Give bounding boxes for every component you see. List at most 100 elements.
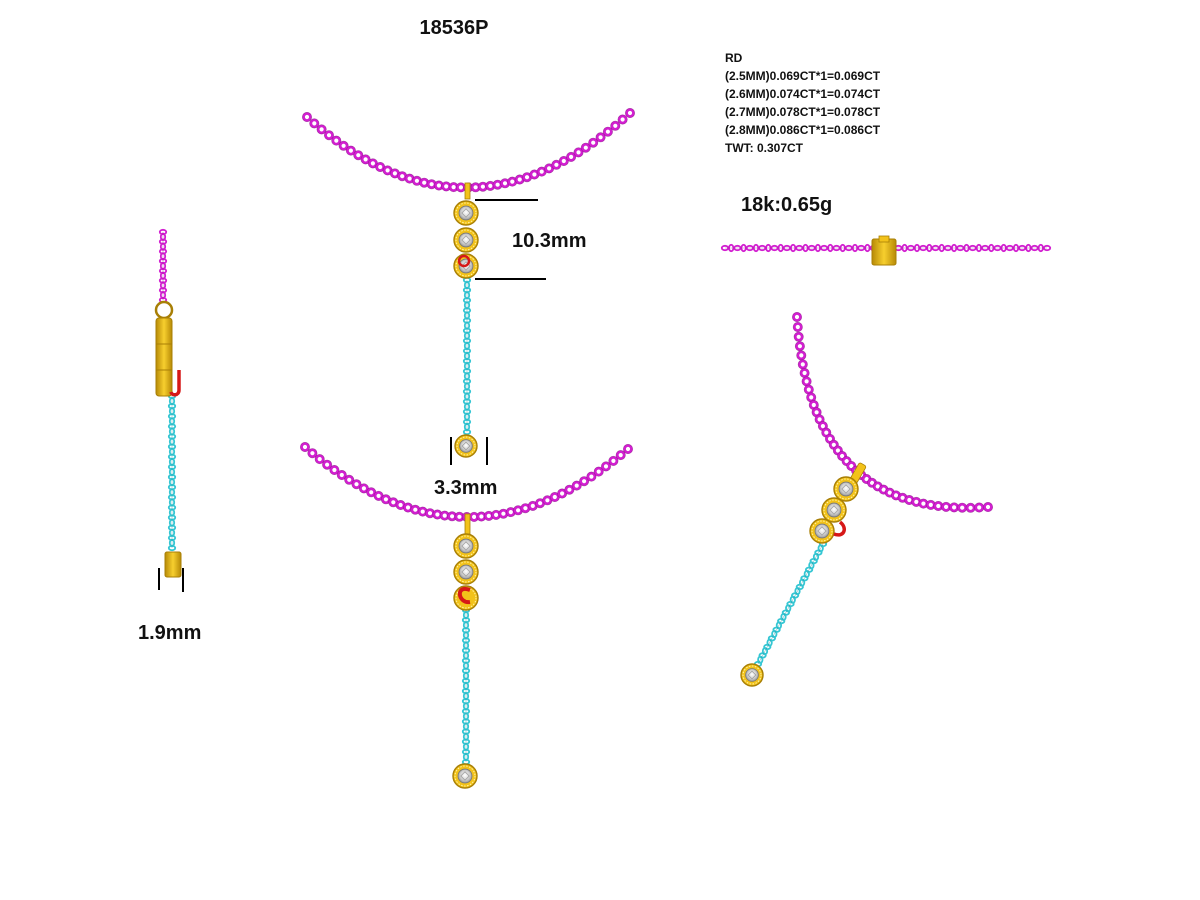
chain-link bbox=[941, 502, 951, 512]
chain-link bbox=[440, 510, 450, 521]
side-view-neck-chain bbox=[158, 228, 168, 304]
chain-link bbox=[498, 509, 509, 519]
perspective-view-bezel-2 bbox=[821, 497, 847, 523]
chain-link bbox=[338, 141, 349, 151]
back-view-drop-chain bbox=[461, 606, 471, 766]
front-view-bezel-2 bbox=[453, 227, 479, 253]
chain-link bbox=[949, 502, 959, 513]
chain-link bbox=[324, 130, 334, 140]
bezel-width-dimension-lines bbox=[450, 437, 488, 465]
diamond-facets bbox=[817, 526, 827, 536]
chain-link bbox=[965, 503, 976, 513]
milgrain-edge bbox=[455, 561, 477, 583]
stone-spec-line-4: (2.8MM)0.086CT*1=0.086CT bbox=[725, 123, 881, 137]
chain-link-shadow bbox=[615, 450, 626, 461]
stone-spec-line-3: (2.7MM)0.078CT*1=0.078CT bbox=[725, 105, 881, 119]
side-view-drop-chain bbox=[167, 392, 177, 552]
milgrain-edge bbox=[455, 587, 477, 609]
chain-link bbox=[795, 341, 805, 351]
side-thickness-dimension-lines bbox=[158, 568, 184, 592]
milgrain-edge bbox=[455, 229, 477, 251]
chain-link bbox=[544, 163, 554, 174]
chain-link bbox=[595, 132, 606, 143]
pendant-length-dimension-lines bbox=[475, 199, 546, 280]
chain-link-shadow bbox=[566, 151, 577, 162]
bezel-width-label: 3.3mm bbox=[434, 477, 497, 499]
chain-link bbox=[346, 145, 356, 156]
chain-link bbox=[426, 179, 437, 189]
chain-link-shadow bbox=[617, 114, 628, 125]
diamond-facets bbox=[461, 441, 471, 451]
chain-link bbox=[798, 359, 808, 370]
side-view-pendant-body bbox=[155, 317, 173, 397]
milgrain-edge bbox=[823, 499, 845, 521]
chain-link-shadow bbox=[345, 145, 356, 156]
perspective-view-jump-ring bbox=[833, 520, 846, 537]
chain-link bbox=[542, 495, 553, 505]
diamond-stone bbox=[457, 768, 473, 784]
diamond-facets bbox=[829, 505, 839, 515]
chain-link bbox=[375, 162, 385, 172]
top-view-pendant-block bbox=[871, 238, 897, 266]
diamond-facets bbox=[461, 567, 471, 577]
diamond-facets bbox=[747, 670, 757, 680]
chain-link-shadow bbox=[338, 140, 349, 151]
chain-link bbox=[441, 181, 451, 192]
diamond-facets bbox=[461, 235, 471, 245]
diamond-stone bbox=[459, 439, 473, 453]
chain-link-shadow bbox=[323, 130, 334, 141]
stone-shape-label: RD bbox=[725, 51, 743, 65]
perspective-view-bezel-3 bbox=[809, 518, 835, 544]
chain-link bbox=[432, 509, 443, 520]
perspective-view-drop-chain bbox=[753, 540, 828, 668]
chain-link-shadow bbox=[344, 474, 355, 485]
chain-link bbox=[381, 494, 391, 504]
chain-link bbox=[566, 152, 576, 162]
chain-link-shadow bbox=[579, 476, 590, 487]
chain-link bbox=[351, 479, 362, 489]
chain-link bbox=[581, 143, 591, 153]
chain-link bbox=[425, 508, 435, 518]
back-view-jump-ring bbox=[457, 586, 471, 605]
chain-link bbox=[564, 485, 575, 495]
chain-link bbox=[957, 503, 967, 513]
chain-link bbox=[309, 118, 319, 129]
chain-link bbox=[799, 368, 810, 378]
front-view-neck-chain bbox=[301, 108, 635, 193]
chain-link-shadow bbox=[580, 142, 591, 153]
chain-link bbox=[366, 487, 376, 497]
stone-spec-block: RD (2.5MM)0.069CT*1=0.069CT (2.6MM)0.074… bbox=[725, 51, 881, 155]
chain-link bbox=[322, 460, 332, 470]
chain-link-shadow bbox=[329, 464, 340, 475]
diamond-stone bbox=[458, 232, 474, 248]
diamond-facets bbox=[461, 208, 471, 218]
stone-total-weight: TWT: 0.307CT bbox=[725, 141, 804, 155]
perspective-view-drop-bezel bbox=[740, 663, 764, 687]
diamond-stone bbox=[826, 502, 842, 518]
chain-link bbox=[329, 465, 340, 475]
chain-link bbox=[520, 503, 531, 513]
pendant-layer bbox=[154, 182, 897, 789]
chain-link bbox=[476, 511, 487, 522]
back-view-bail bbox=[464, 513, 471, 535]
chain-link-shadow bbox=[316, 124, 327, 135]
chain-link bbox=[315, 454, 325, 464]
chain-link bbox=[918, 498, 929, 509]
chain-link bbox=[617, 114, 628, 125]
chain-link-shadow bbox=[791, 311, 802, 322]
stone-spec-line-1: (2.5MM)0.069CT*1=0.069CT bbox=[725, 69, 881, 83]
chain-link bbox=[593, 466, 604, 477]
diamond-stone bbox=[458, 538, 474, 554]
chain-link bbox=[793, 332, 804, 342]
chain-link bbox=[478, 182, 488, 192]
chain-link bbox=[484, 511, 494, 521]
chain-link bbox=[410, 505, 420, 515]
back-view-drop-bezel bbox=[452, 763, 478, 789]
chain-link-shadow bbox=[595, 132, 606, 143]
chain-link-shadow bbox=[608, 455, 619, 466]
diamond-stone bbox=[814, 523, 830, 539]
chain-link bbox=[801, 376, 812, 387]
milgrain-edge bbox=[455, 535, 477, 557]
chain-link bbox=[926, 500, 936, 510]
chain-link-shadow bbox=[624, 108, 635, 119]
